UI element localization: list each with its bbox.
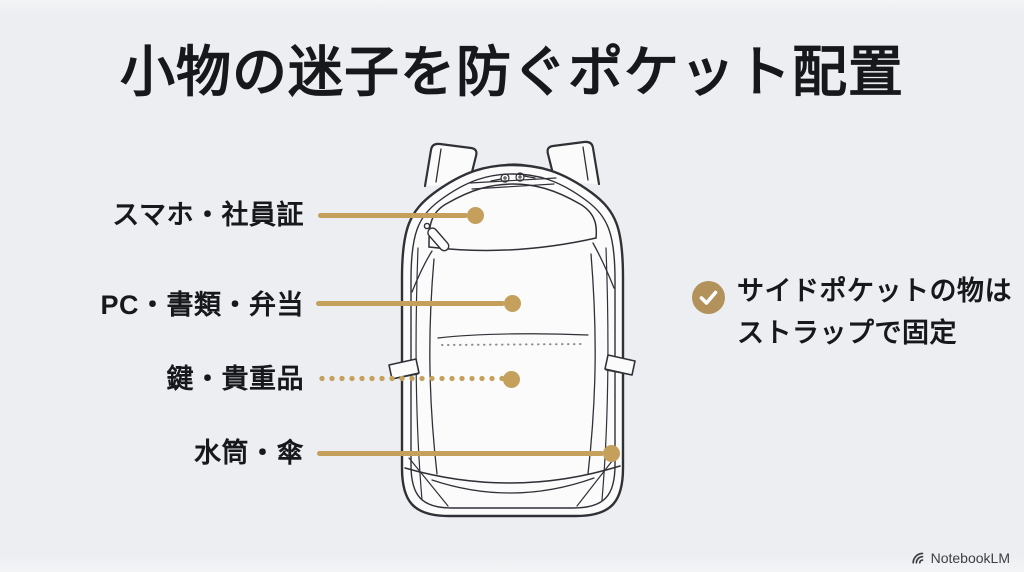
body-outline: [400, 163, 625, 518]
tip-line-2: ストラップで固定: [737, 318, 957, 348]
label-bottle-umbrella-text: 水筒・傘: [194, 438, 304, 468]
left-buckle: [388, 358, 420, 380]
label-pc-documents-lunch: PC・書類・弁当: [52, 290, 304, 320]
pocket-dot-key-pocket: [503, 371, 520, 388]
connector-line-main-compartment: [316, 301, 505, 306]
notebooklm-logo-icon: [911, 552, 923, 564]
label-pc-documents-lunch-text: PC・書類・弁当: [100, 290, 304, 320]
label-keys-valuables-text: 鍵・貴重品: [166, 364, 304, 394]
label-smartphone-idcard: スマホ・社員証: [52, 200, 304, 230]
tip-line-1: サイドポケットの物は: [737, 276, 1012, 306]
backpack-illustration: [388, 140, 636, 518]
connector-line-side-pocket: [317, 451, 604, 456]
zipper-pull: [427, 227, 450, 252]
side-pocket-tip: サイドポケットの物は ストラップで固定: [692, 270, 1012, 354]
watermark-text: NotebookLM: [930, 550, 1010, 566]
connector-line-dotted-key-pocket: [317, 375, 505, 382]
page-title: 小物の迷子を防ぐポケット配置: [119, 41, 904, 103]
label-bottle-umbrella: 水筒・傘: [52, 438, 304, 468]
right-buckle: [604, 354, 636, 376]
side-pocket-tip-text: サイドポケットの物は ストラップで固定: [737, 270, 1012, 354]
label-smartphone-idcard-text: スマホ・社員証: [112, 200, 304, 230]
connector-line-top-pocket: [318, 213, 468, 218]
pocket-dot-side-pocket: [603, 445, 620, 462]
watermark: NotebookLM: [911, 550, 1010, 566]
check-circle-icon: [692, 281, 725, 314]
label-keys-valuables: 鍵・貴重品: [52, 364, 304, 394]
pocket-dot-top-pocket: [467, 207, 484, 224]
pocket-dot-main-compartment: [504, 295, 521, 312]
top-pocket-seam: [428, 183, 598, 248]
